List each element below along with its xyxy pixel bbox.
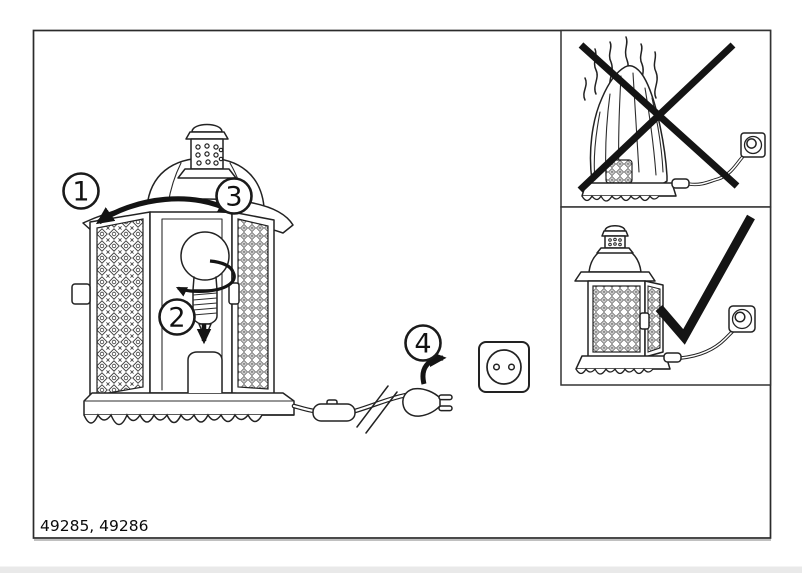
rotate-arrow-back: [209, 259, 235, 273]
step-number-4: 4: [414, 329, 431, 360]
step-number-3: 3: [225, 182, 242, 213]
lantern-left-face: [89, 211, 151, 402]
covered-base: [581, 182, 677, 197]
step-circle-3: [215, 177, 253, 215]
plug-in-arrow: [420, 350, 447, 385]
step-number-2: 2: [168, 303, 185, 334]
socket-recess-small: [743, 135, 763, 155]
chimney-vent-holes: [195, 143, 224, 166]
small-vent-holes: [608, 237, 622, 247]
covered-base-skirt: [581, 194, 676, 202]
cloth-folds: [593, 72, 664, 181]
article-numbers: 49285, 49286: [40, 517, 148, 535]
small-chimney-flare: [596, 247, 634, 254]
warning-panel: [560, 29, 772, 208]
check-mark-icon: [655, 214, 755, 345]
socket-hole-left: [492, 363, 501, 371]
step-circle-1: [62, 172, 100, 210]
lantern-small: [574, 225, 671, 375]
chimney-cap: [191, 123, 223, 133]
chimney-flare: [177, 168, 237, 179]
step-badge-4: 4: [404, 324, 442, 362]
socket-recess-small-2: [731, 308, 753, 330]
lantern-main: [71, 123, 295, 426]
step-circle-4: [404, 324, 442, 362]
lantern-base: [83, 392, 295, 426]
power-cord: [291, 385, 453, 434]
inline-switch: [312, 403, 356, 422]
plugged-plug: [746, 138, 757, 149]
cord-connector: [671, 178, 690, 189]
bulb-neck: [192, 276, 218, 291]
right-lattice-panel: [237, 218, 269, 390]
small-door-latch: [639, 312, 650, 330]
rotate-bulb-arrow: [175, 271, 236, 297]
plugged-plug-2: [734, 311, 746, 323]
power-plug: [402, 387, 441, 417]
step-number-1: 1: [72, 177, 89, 208]
small-rim: [574, 271, 656, 282]
small-base: [575, 355, 671, 370]
cord-connector-small: [663, 352, 682, 363]
screw-threads: [192, 292, 218, 316]
small-right-lattice: [647, 285, 661, 353]
door-latch: [228, 282, 240, 305]
lantern-chimney: [177, 123, 237, 179]
plug-prong-top: [438, 394, 453, 401]
correct-panel: [560, 206, 772, 386]
wall-socket-main: [478, 341, 530, 393]
bulb-glass: [180, 231, 230, 281]
small-chimney-cap: [604, 225, 626, 232]
correct-socket: [728, 305, 756, 333]
chimney-collar: [185, 131, 229, 140]
base-skirt: [83, 413, 294, 426]
bulb-holder-cup: [187, 351, 223, 393]
step-badge-1: 1: [62, 172, 100, 210]
step-badge-2: 2: [158, 298, 196, 336]
step-badge-3: 3: [215, 177, 253, 215]
lantern-right-face: [228, 211, 275, 396]
base-platform: [83, 392, 295, 416]
bottom-strip: [0, 566, 802, 573]
small-base-skirt: [575, 367, 670, 375]
side-knob: [71, 283, 91, 305]
warning-socket: [740, 132, 766, 158]
main-illustration: 1 2 3 4: [62, 123, 530, 434]
step-circle-2: [158, 298, 196, 336]
left-lattice-panel: [96, 218, 144, 396]
plug-prong-bottom: [438, 405, 453, 412]
small-lattice-door: [592, 285, 641, 353]
cross-mark-icon: [577, 42, 740, 193]
socket-recess: [486, 349, 522, 385]
socket-hole-right: [507, 363, 516, 371]
cord-break-slashes: [356, 385, 398, 434]
